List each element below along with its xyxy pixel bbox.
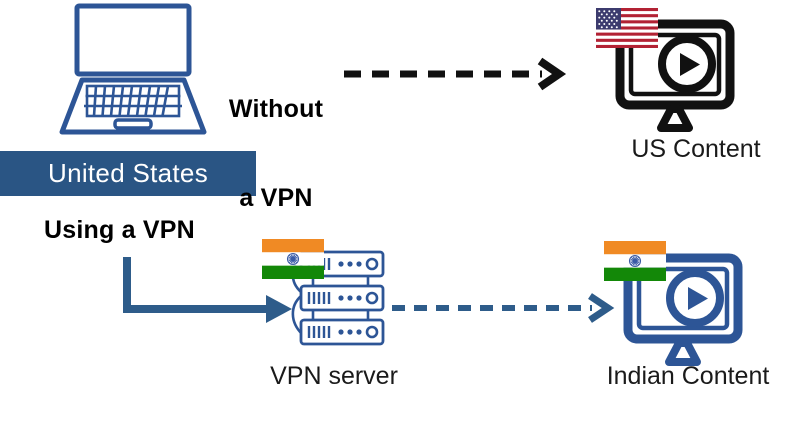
- country-badge-label: United States: [48, 158, 208, 188]
- flow-label-without-vpn-line2: a VPN: [239, 183, 313, 212]
- destination-label-indian-content: Indian Content: [606, 362, 770, 390]
- us-flag-icon: [596, 8, 658, 48]
- flow-label-using-vpn: Using a VPN: [44, 216, 195, 244]
- arrow-elbow-using-vpn: [114, 252, 304, 328]
- flow-label-without-vpn-line1: Without: [228, 95, 324, 123]
- country-badge-united-states: United States: [0, 151, 256, 196]
- arrow-dashed-to-indian-content: [392, 292, 622, 326]
- hop-label-vpn-server: VPN server: [270, 362, 398, 390]
- flow-label-without-vpn: Without a VPN: [216, 36, 336, 272]
- laptop-icon: [58, 2, 208, 142]
- destination-label-us-content: US Content: [631, 135, 761, 163]
- monitor-play-icon-india: [622, 252, 744, 368]
- india-flag-icon-server: [262, 239, 324, 279]
- india-flag-icon-content: [604, 241, 666, 281]
- arrow-dashed-without-vpn: [344, 57, 574, 92]
